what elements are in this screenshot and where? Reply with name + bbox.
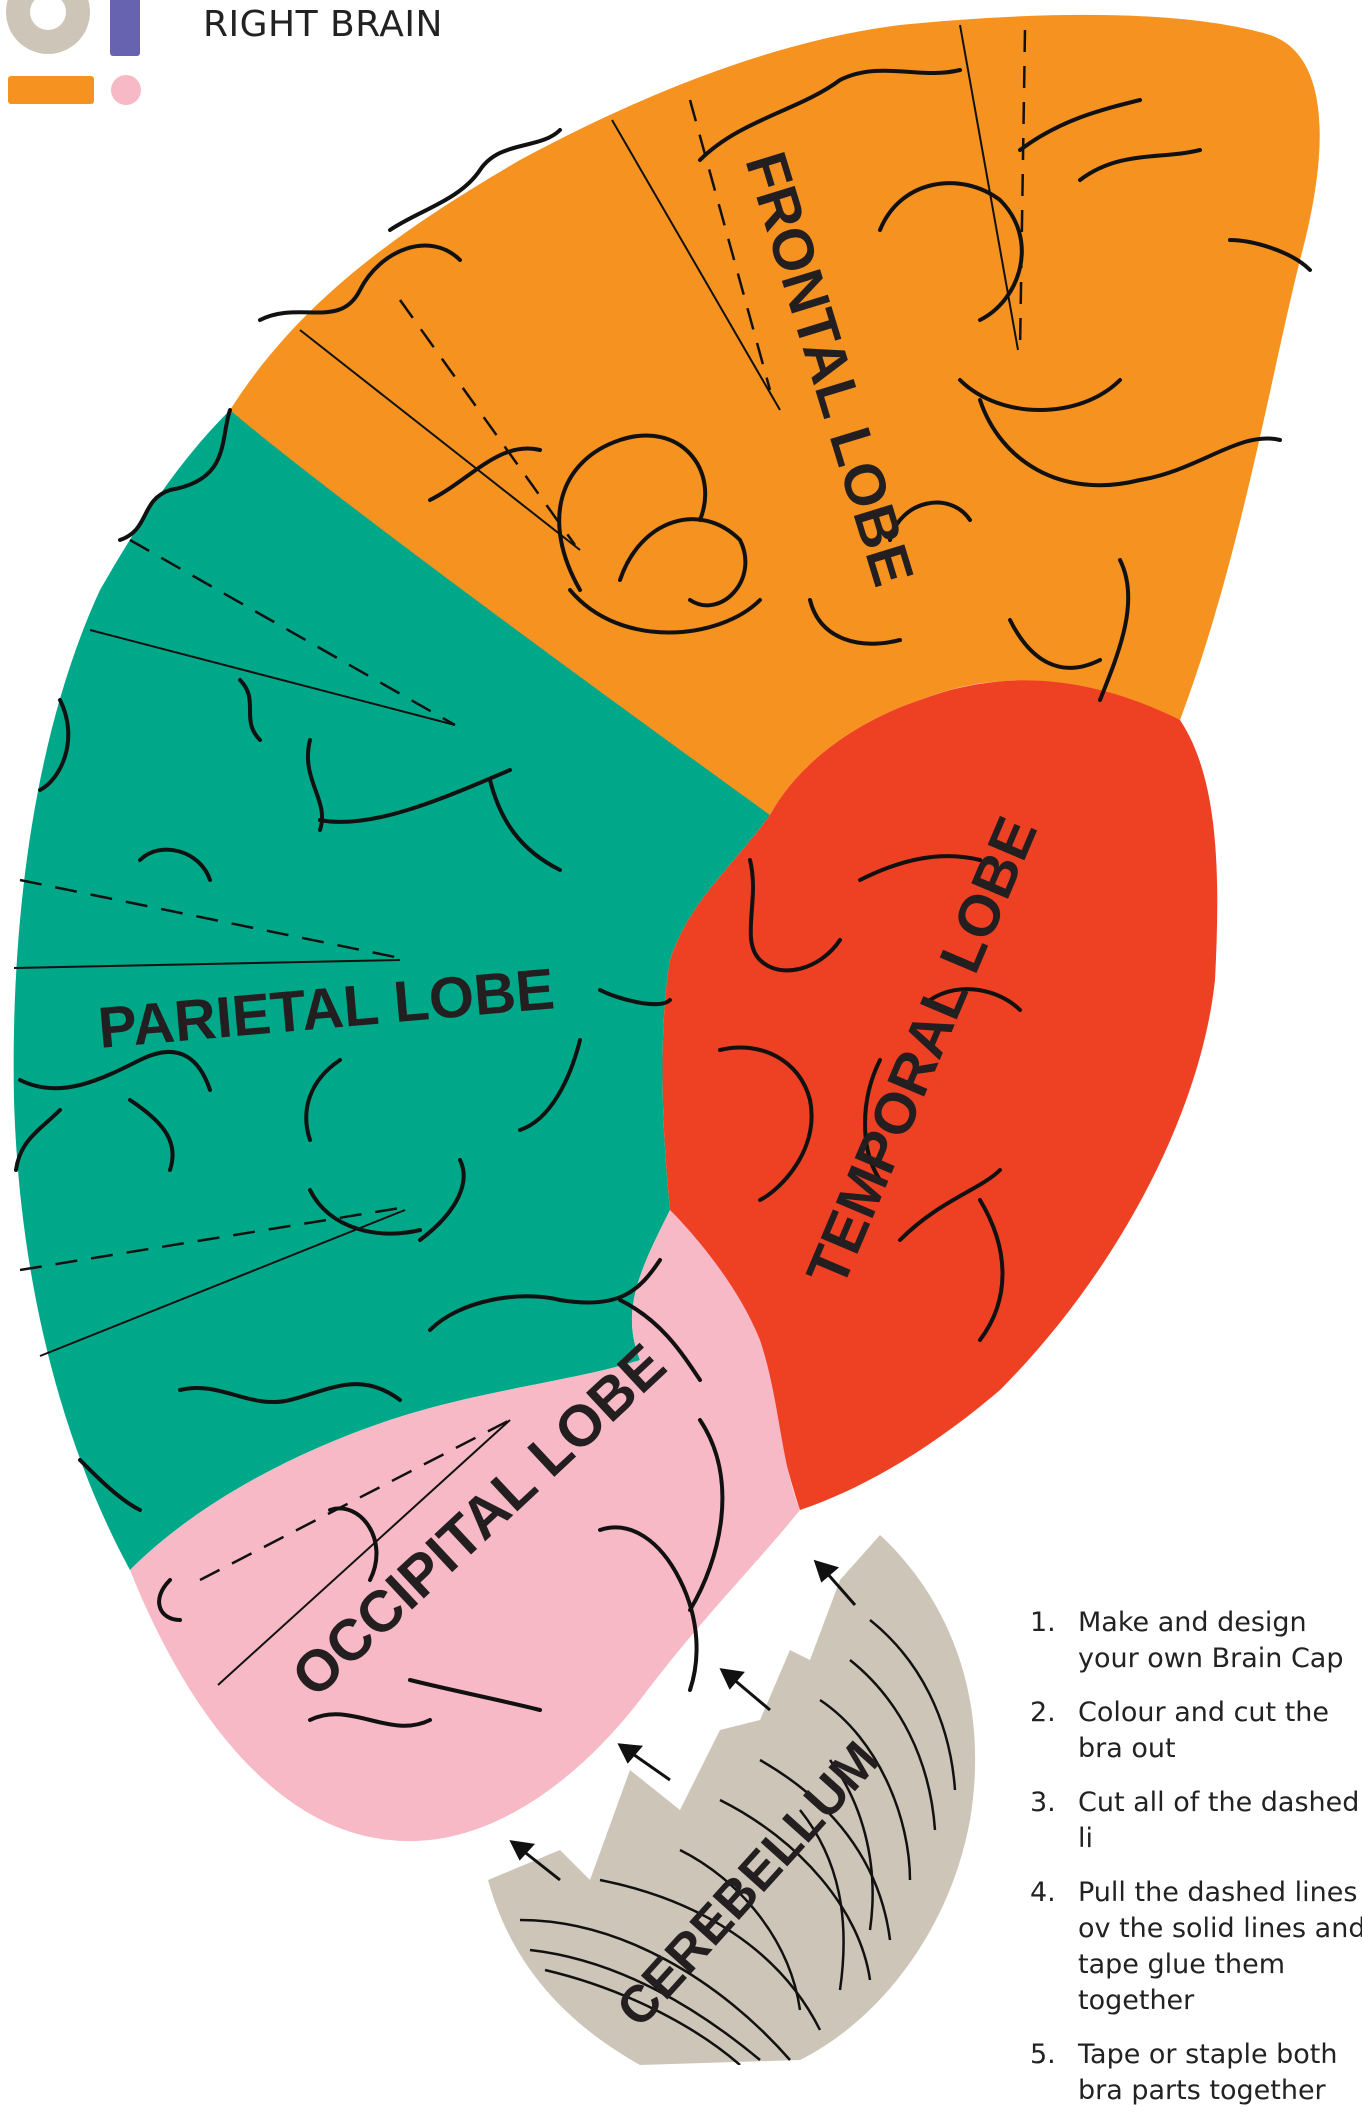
instructions-list: 1.Make and design your own Brain Cap 2.C…	[1030, 1605, 1362, 2127]
instruction-item: 3.Cut all of the dashed li	[1030, 1785, 1362, 1857]
instruction-item: 5.Tape or staple both bra parts together	[1030, 2037, 1362, 2109]
instruction-item: 1.Make and design your own Brain Cap	[1030, 1605, 1362, 1677]
instruction-item: 4.Pull the dashed lines ov the solid lin…	[1030, 1875, 1362, 2019]
instruction-item: 2.Colour and cut the bra out	[1030, 1695, 1362, 1767]
